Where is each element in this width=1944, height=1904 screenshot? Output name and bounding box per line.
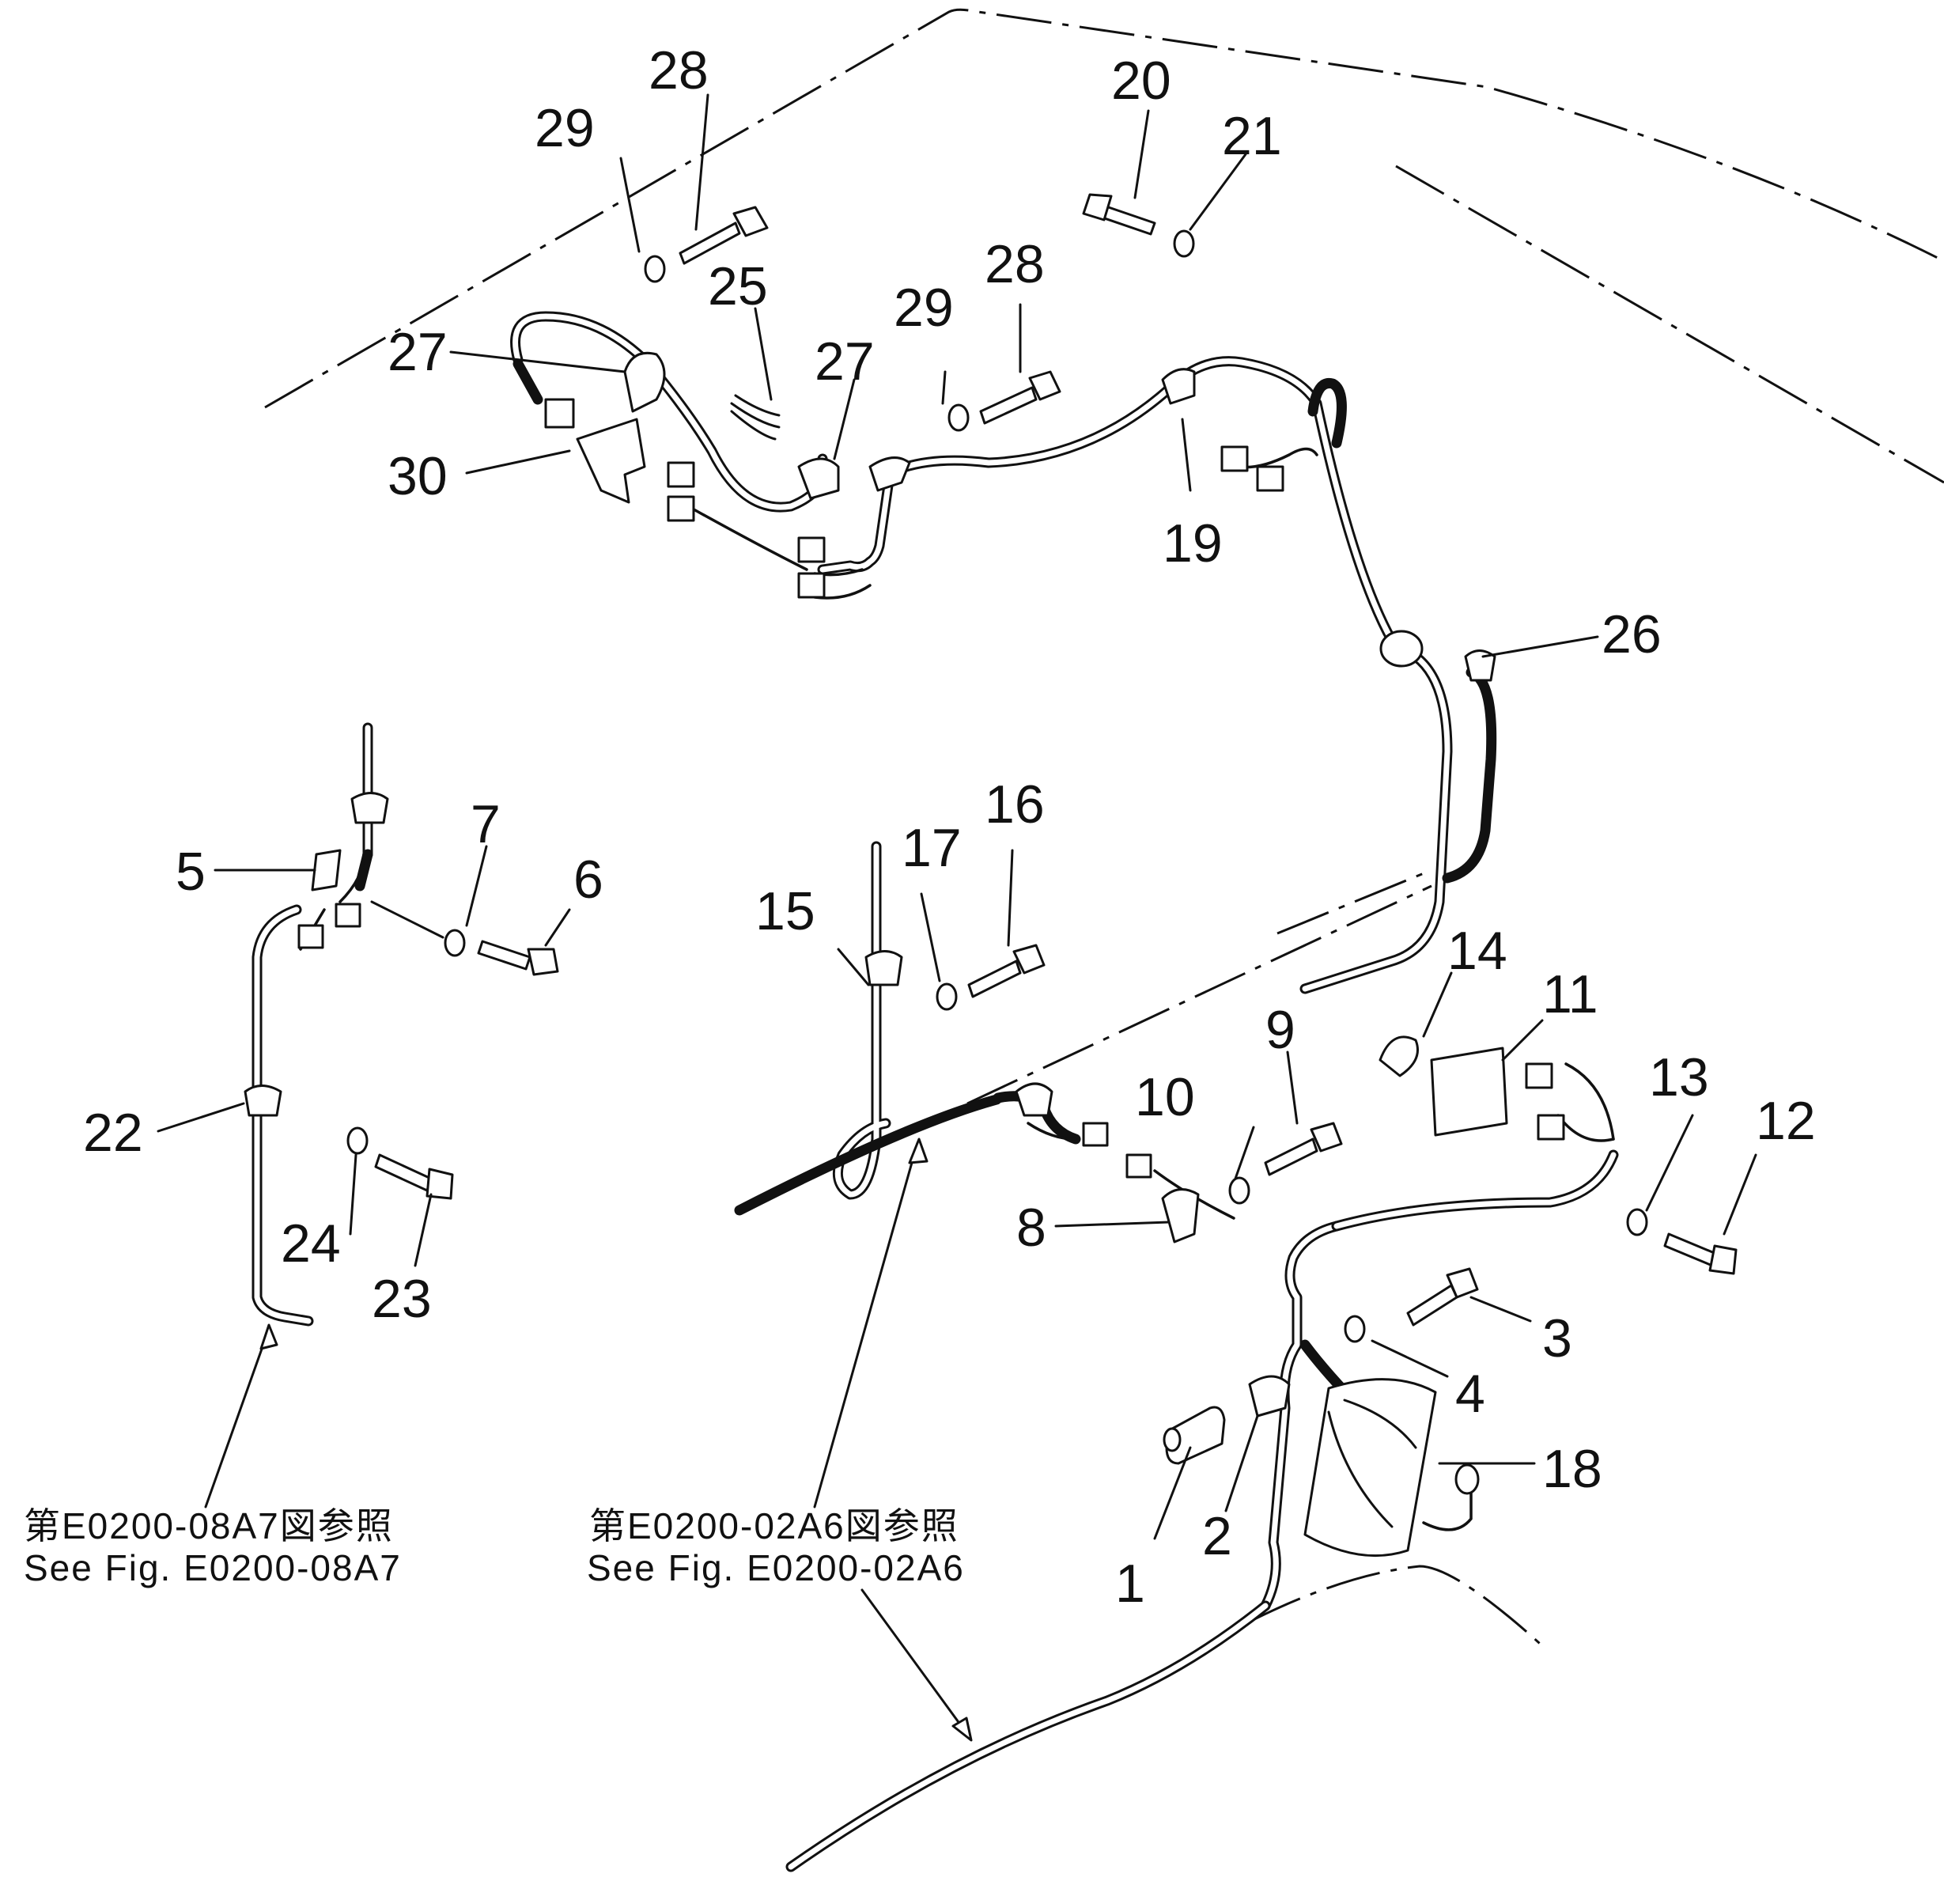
label-9: 9 [1265,1000,1295,1060]
ref-left-en: See Fig. E0200-08A7 [24,1547,402,1588]
label-8: 8 [1016,1198,1046,1258]
label-18: 18 [1542,1439,1602,1499]
connectors [297,398,1565,1179]
label-7: 7 [471,794,501,854]
clamp-14 [1379,1035,1419,1077]
machine-outline [264,8,1944,1651]
label-3: 3 [1542,1308,1572,1368]
label-29b: 29 [894,278,954,338]
label-6: 6 [573,850,603,910]
bracket-11 [1430,1047,1508,1137]
ref-right-en: See Fig. E0200-02A6 [587,1547,965,1588]
bolt-12 [1663,1232,1738,1275]
label-23: 23 [372,1269,432,1329]
label-22: 22 [83,1103,143,1163]
label-11: 11 [1542,964,1598,1024]
label-17: 17 [902,818,962,878]
label-10: 10 [1135,1067,1195,1127]
label-12: 12 [1756,1091,1816,1151]
bolt-16 [967,944,1046,998]
ref-left-jp: 第E0200-08A7図参照 [24,1505,394,1546]
label-20: 20 [1111,51,1171,111]
label-2: 2 [1202,1506,1232,1566]
label-1: 1 [1115,1554,1145,1614]
part-labels: 29 28 25 27 27 29 28 30 20 21 19 26 5 7 … [83,40,1816,1614]
bolt-6 [477,940,559,976]
bolt-9 [1264,1122,1343,1176]
bracket-30 [576,418,646,504]
leader-lines [157,93,1757,1742]
clamps [244,351,1496,1418]
hardware [244,193,1738,1558]
label-14: 14 [1447,921,1507,981]
bolt-28a [679,206,769,265]
figure-references: 第E0200-08A7図参照 See Fig. E0200-08A7 第E020… [24,1505,965,1588]
label-19: 19 [1163,513,1223,573]
washers [346,229,1648,1343]
label-24: 24 [281,1213,341,1274]
bolt-28b [979,370,1061,425]
wiring-harness [252,311,1619,1872]
label-28a: 28 [649,40,709,100]
label-15: 15 [755,881,815,941]
bolt-20 [1082,193,1156,236]
label-27a: 27 [388,322,448,382]
label-16: 16 [985,774,1045,835]
label-30: 30 [388,446,448,506]
part-1 [1165,1406,1226,1465]
label-13: 13 [1649,1047,1709,1107]
label-29a: 29 [535,98,595,158]
label-26: 26 [1602,604,1662,664]
bracket-5 [311,849,342,891]
ref-right-jp: 第E0200-02A6図参照 [589,1505,959,1546]
label-4: 4 [1455,1364,1485,1424]
label-21: 21 [1222,106,1282,166]
label-5: 5 [176,842,206,902]
label-27b: 27 [815,331,875,392]
bolt-3 [1406,1267,1479,1327]
label-28b: 28 [985,234,1045,294]
label-25: 25 [708,256,768,316]
bolt-23 [374,1153,454,1200]
part-18 [1303,1378,1437,1558]
